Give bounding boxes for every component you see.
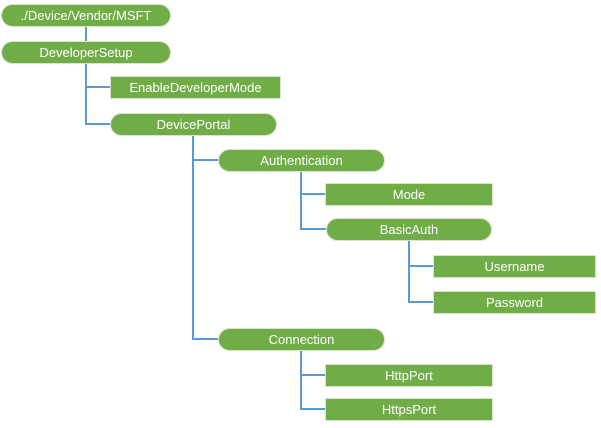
node-connection: Connection xyxy=(218,328,385,351)
node-https-port: HttpsPort xyxy=(325,398,493,421)
connector-line-elbow-basicauth xyxy=(300,228,326,230)
connector-line-authentication-trunk xyxy=(300,172,302,230)
node-mode: Mode xyxy=(325,183,493,206)
connector-line-branch-username xyxy=(408,265,433,267)
connector-line-branch-mode xyxy=(300,193,325,195)
node-device-vendor-msft: ./Device/Vendor/MSFT xyxy=(1,4,171,27)
node-http-port: HttpPort xyxy=(325,364,493,387)
connector-line-connection-trunk xyxy=(300,351,302,410)
connector-line-elbow-password xyxy=(408,301,433,303)
node-authentication: Authentication xyxy=(218,149,385,172)
connector-line-elbow-deviceportal xyxy=(85,123,110,125)
connector-line-elbow-connection xyxy=(192,338,218,340)
connector-line-basicauth-trunk xyxy=(408,241,410,303)
connector-line-developersetup-trunk xyxy=(85,64,87,125)
node-username: Username xyxy=(433,255,596,278)
node-enable-developer-mode: EnableDeveloperMode xyxy=(110,76,281,99)
node-developer-setup: DeveloperSetup xyxy=(1,41,171,64)
node-basic-auth: BasicAuth xyxy=(326,218,492,241)
connector-line-deviceportal-trunk xyxy=(192,136,194,340)
connector-line-msft-to-developersetup xyxy=(85,27,87,41)
node-device-portal: DevicePortal xyxy=(110,113,277,136)
connector-line-branch-httpport xyxy=(300,374,325,376)
connector-line-branch-authentication xyxy=(192,159,218,161)
connector-line-elbow-httpsport xyxy=(300,408,325,410)
node-password: Password xyxy=(433,291,596,314)
connector-line-branch-enabledevelopermode xyxy=(85,86,110,88)
